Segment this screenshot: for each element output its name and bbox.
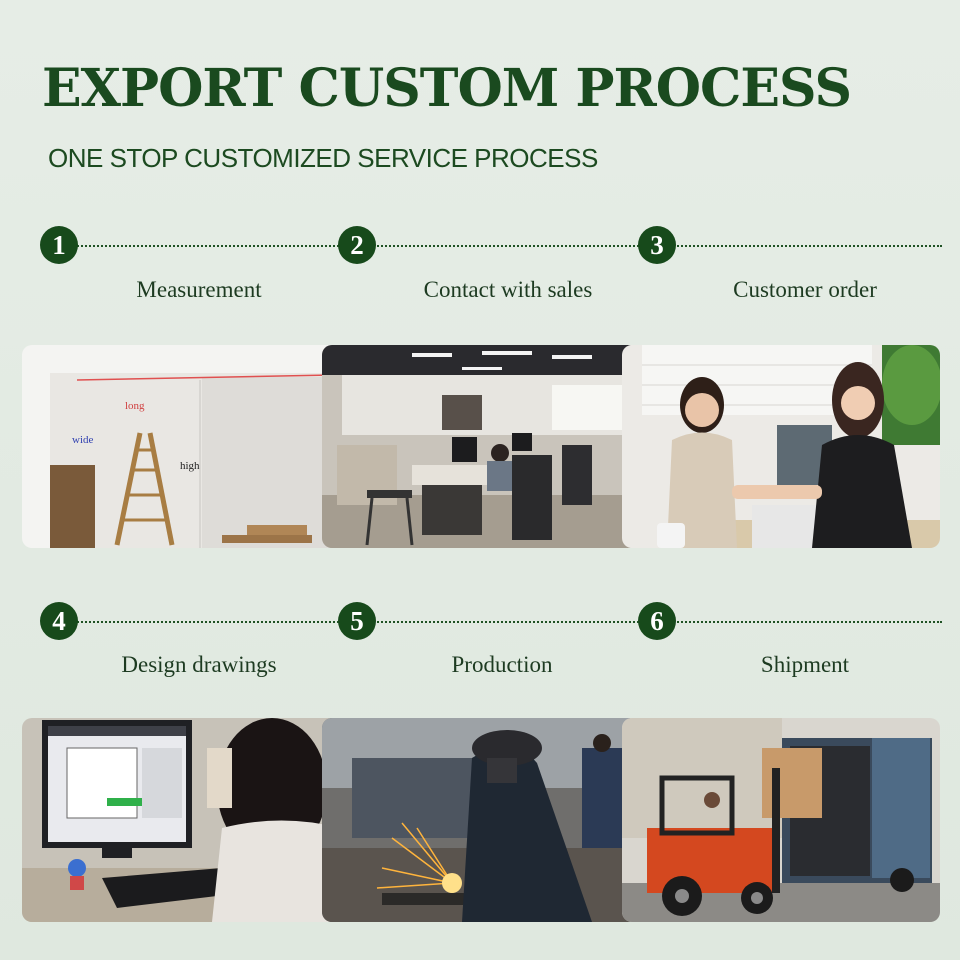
measurement-wide-label: wide — [72, 434, 94, 446]
timeline-row-2: 4 5 6 — [0, 602, 960, 642]
step-2-label: Contact with sales — [423, 277, 593, 302]
timeline-row-1: 1 2 3 — [0, 226, 960, 266]
page-title: EXPORT CUSTOM PROCESS — [42, 58, 852, 119]
measurement-high-label: high — [180, 460, 200, 472]
measurement-long-label: long — [125, 400, 145, 412]
step-2-number-badge: 2 — [338, 226, 376, 264]
step-3-label: Customer order — [733, 277, 877, 302]
page-subtitle: ONE STOP CUSTOMIZED SERVICE PROCESS — [48, 143, 598, 173]
dotted-connector — [58, 245, 942, 247]
step-6-label: Shipment — [760, 652, 850, 677]
step-3-number-badge: 3 — [638, 226, 676, 264]
sales-office-photo — [322, 345, 638, 548]
dotted-connector — [58, 621, 942, 623]
production-photo — [322, 718, 638, 922]
step-1-number-badge: 1 — [40, 226, 78, 264]
step-5-label: Production — [451, 652, 553, 677]
step-4-number-badge: 4 — [40, 602, 78, 640]
step-1-label: Measurement — [136, 277, 262, 302]
measurement-photo: long wide high — [22, 345, 340, 548]
step-5-number-badge: 5 — [338, 602, 376, 640]
step-6-number-badge: 6 — [638, 602, 676, 640]
step-4-label: Design drawings — [121, 652, 277, 677]
design-drawings-photo — [22, 718, 340, 922]
customer-order-photo — [622, 345, 940, 548]
shipment-photo — [622, 718, 940, 922]
